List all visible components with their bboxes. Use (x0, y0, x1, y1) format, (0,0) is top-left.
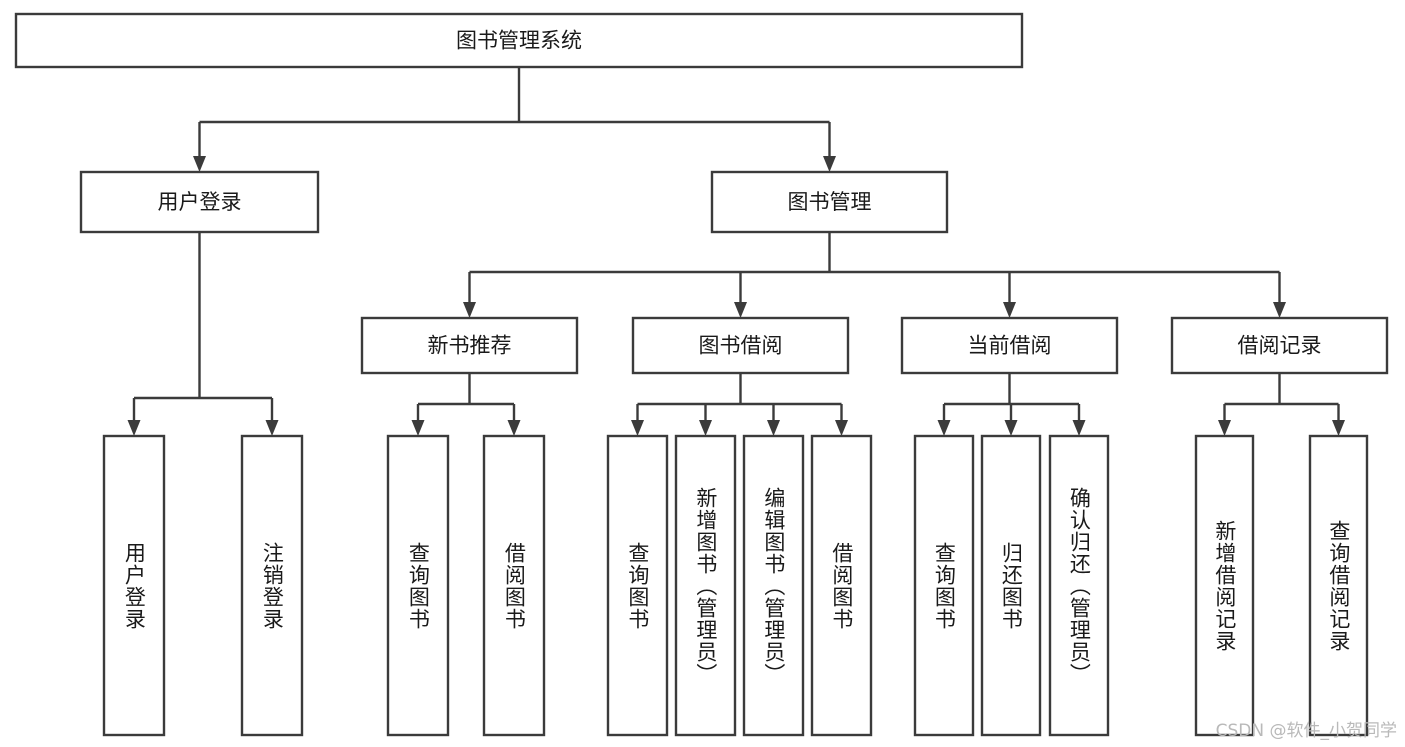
arrow-head (734, 302, 747, 318)
node-box-leaf-confirm-return[interactable] (1048, 434, 1110, 737)
arrow-head (823, 156, 836, 172)
node-box-leaf-edit-book[interactable] (742, 434, 805, 737)
arrow-head (767, 420, 780, 436)
node-box-book-borrow[interactable] (631, 316, 850, 375)
node-box-leaf-user-login[interactable] (102, 434, 166, 737)
node-box-root[interactable] (14, 12, 1024, 69)
node-label-book-manage: 图书管理 (788, 190, 872, 214)
arrow-head (1072, 420, 1086, 436)
node-box-leaf-query-book-bb[interactable] (606, 434, 669, 737)
arrow-head (411, 420, 425, 436)
connectors-layer (127, 67, 1345, 436)
node-label-new-book-recommend: 新书推荐 (428, 334, 512, 358)
node-box-leaf-borrow-book-nbr[interactable] (482, 434, 546, 737)
node-box-borrow-record[interactable] (1170, 316, 1389, 375)
node-label-current-borrow: 当前借阅 (968, 334, 1052, 358)
node-box-leaf-query-book-cb[interactable] (913, 434, 975, 737)
csdn-watermark: CSDN @软件_小贺同学 (1215, 721, 1397, 741)
arrow-head (699, 420, 712, 436)
node-box-new-book-recommend[interactable] (360, 316, 579, 375)
node-label-root: 图书管理系统 (456, 29, 582, 53)
node-box-user-login[interactable] (79, 170, 320, 234)
node-label-borrow-record: 借阅记录 (1238, 334, 1322, 358)
node-box-current-borrow[interactable] (900, 316, 1119, 375)
arrow-head (1332, 420, 1345, 436)
arrow-head (1004, 420, 1018, 436)
arrow-head (1218, 420, 1231, 436)
node-box-leaf-logout[interactable] (240, 434, 304, 737)
node-box-leaf-add-record[interactable] (1194, 434, 1255, 737)
arrow-head (265, 420, 279, 436)
arrow-head (835, 420, 848, 436)
arrow-head (1003, 302, 1016, 318)
node-box-leaf-return-book[interactable] (980, 434, 1042, 737)
node-label-book-borrow: 图书借阅 (699, 334, 783, 358)
node-box-book-manage[interactable] (710, 170, 949, 234)
arrow-head (631, 420, 644, 436)
arrow-head (507, 420, 521, 436)
arrow-head (193, 156, 206, 172)
node-box-leaf-query-book-nbr[interactable] (386, 434, 450, 737)
node-box-leaf-query-record[interactable] (1308, 434, 1369, 737)
arrow-head (937, 420, 951, 436)
arrow-head (127, 420, 141, 436)
node-box-leaf-borrow-book-bb[interactable] (810, 434, 873, 737)
boxes-layer (14, 12, 1389, 737)
arrow-head (463, 302, 476, 318)
node-label-user-login: 用户登录 (158, 190, 242, 214)
arrow-head (1273, 302, 1286, 318)
node-box-leaf-add-book[interactable] (674, 434, 737, 737)
